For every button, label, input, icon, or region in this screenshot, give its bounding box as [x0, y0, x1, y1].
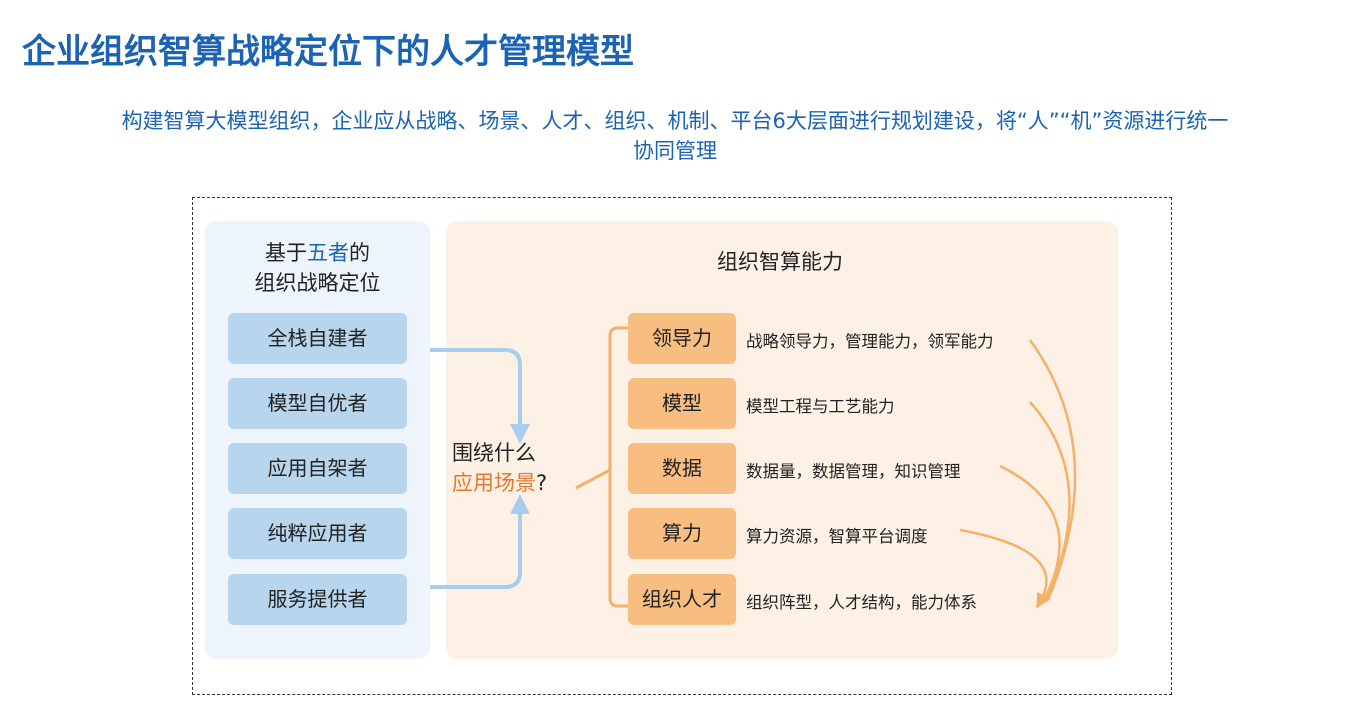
- strategy-positioning-title: 基于五者的 组织战略定位: [205, 238, 430, 298]
- question-mark: ?: [536, 471, 548, 495]
- capability-desc-compute: 算力资源，智算平台调度: [746, 527, 928, 546]
- capability-box-model: 模型: [628, 378, 736, 429]
- page-title: 企业组织智算战略定位下的人才管理模型: [22, 32, 634, 72]
- capability-desc-model: 模型工程与工艺能力: [746, 397, 895, 416]
- role-box-app-builder: 应用自架者: [228, 443, 407, 494]
- capability-box-leadership: 领导力: [628, 313, 736, 364]
- role-box-pure-user: 纯粹应用者: [228, 508, 407, 559]
- question-line1: 围绕什么: [452, 441, 536, 465]
- capability-desc-org-talent: 组织阵型，人才结构，能力体系: [746, 593, 977, 612]
- capability-box-compute: 算力: [628, 508, 736, 559]
- capability-box-org-talent: 组织人才: [628, 574, 736, 625]
- title-line2: 组织战略定位: [254, 271, 381, 295]
- diagram-frame: [192, 197, 1172, 695]
- title-highlight: 五者: [307, 241, 349, 265]
- scenario-question: 围绕什么 应用场景?: [452, 438, 592, 498]
- role-box-service-provider: 服务提供者: [228, 574, 407, 625]
- capability-desc-leadership: 战略领导力，管理能力，领军能力: [746, 332, 994, 351]
- question-highlight: 应用场景: [452, 471, 536, 495]
- role-box-model-optimizer: 模型自优者: [228, 378, 407, 429]
- title-suffix: 的: [349, 241, 370, 265]
- title-prefix: 基于: [265, 241, 307, 265]
- capability-title: 组织智算能力: [717, 250, 843, 274]
- capability-desc-data: 数据量，数据管理，知识管理: [746, 462, 961, 481]
- role-box-full-stack: 全栈自建者: [228, 313, 407, 364]
- page-subtitle: 构建智算大模型组织，企业应从战略、场景、人才、组织、机制、平台6大层面进行规划建…: [121, 109, 1229, 163]
- capability-box-data: 数据: [628, 443, 736, 494]
